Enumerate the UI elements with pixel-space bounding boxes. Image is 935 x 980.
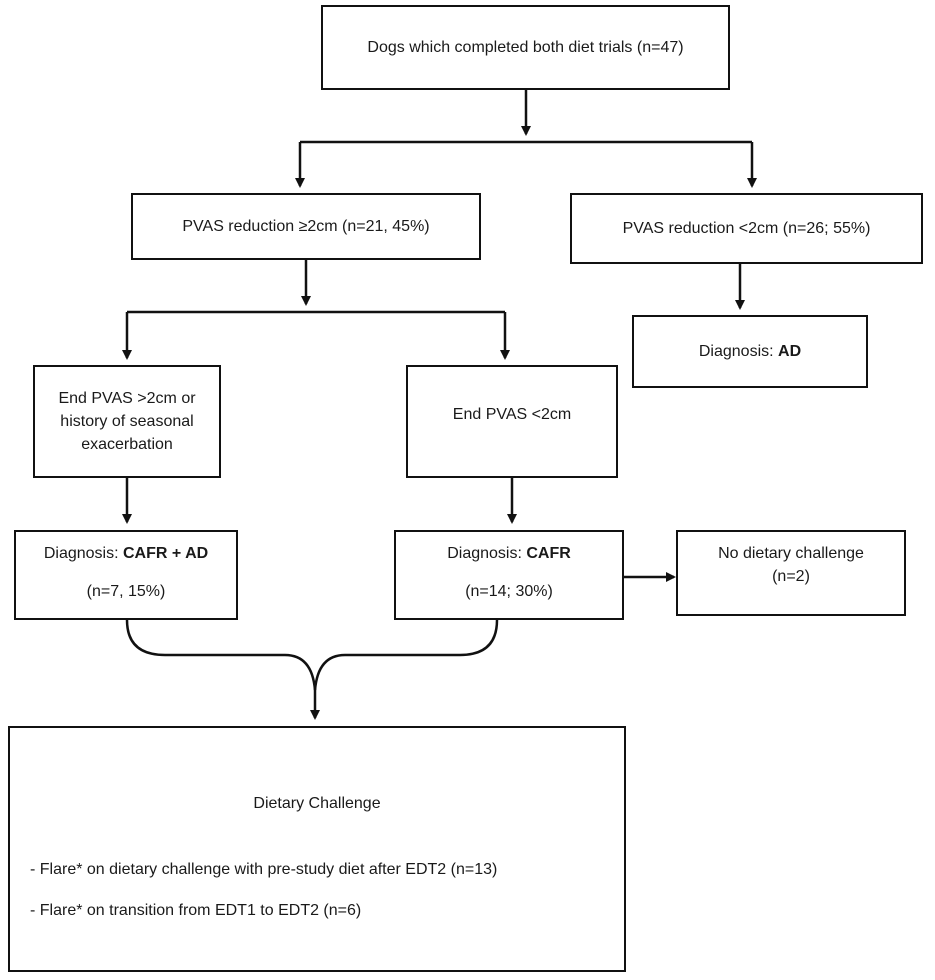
- pvas-high-text: PVAS reduction ≥2cm (n=21, 45%): [182, 218, 430, 235]
- diag-cafr-ad-label: CAFR + AD: [122, 545, 209, 562]
- diag-cafr-ad-text: Diagnosis: CAFR + AD: [44, 542, 208, 565]
- diag-cafr-ad-box: Diagnosis: CAFR + AD (n=7, 15%): [14, 530, 238, 620]
- diag-ad-text: Diagnosis: AD: [699, 340, 801, 363]
- diag-cafr-text: Diagnosis: CAFR: [447, 542, 571, 565]
- challenge-title: Dietary Challenge: [253, 795, 381, 812]
- merge-brace: [125, 619, 499, 691]
- root-text: Dogs which completed both diet trials (n…: [367, 39, 684, 56]
- end-high-line1: End PVAS >2cm or: [58, 390, 196, 407]
- end-low-text: End PVAS <2cm: [452, 406, 572, 423]
- diag-cafr-ad-prefix: Diagnosis:: [43, 545, 123, 562]
- diag-cafr-ad-count: (n=7, 15%): [86, 583, 166, 600]
- diag-cafr-prefix: Diagnosis:: [447, 545, 527, 562]
- challenge-box: Dietary Challenge - Flare* on dietary ch…: [8, 726, 626, 972]
- no-challenge-box: No dietary challenge (n=2): [676, 530, 906, 616]
- end-high-line2: history of seasonal: [60, 413, 194, 430]
- end-low-box: End PVAS <2cm: [406, 365, 618, 478]
- diag-ad-label: AD: [778, 343, 802, 360]
- root-box: Dogs which completed both diet trials (n…: [321, 5, 730, 90]
- end-high-box: End PVAS >2cm or history of seasonal exa…: [33, 365, 221, 478]
- diag-cafr-box: Diagnosis: CAFR (n=14; 30%): [394, 530, 624, 620]
- diag-ad-box: Diagnosis: AD: [632, 315, 868, 388]
- end-high-line3: exacerbation: [81, 436, 173, 453]
- no-challenge-line1: No dietary challenge: [718, 545, 864, 562]
- no-challenge-line2: (n=2): [772, 568, 810, 585]
- diag-cafr-count: (n=14; 30%): [465, 583, 553, 600]
- diag-ad-prefix: Diagnosis:: [698, 343, 779, 360]
- pvas-high-box: PVAS reduction ≥2cm (n=21, 45%): [131, 193, 481, 260]
- pvas-low-text: PVAS reduction <2cm (n=26; 55%): [622, 220, 871, 237]
- challenge-list: - Flare* on dietary challenge with pre-s…: [30, 858, 497, 940]
- challenge-item-2: - Flare* on transition from EDT1 to EDT2…: [30, 902, 362, 919]
- pvas-low-box: PVAS reduction <2cm (n=26; 55%): [570, 193, 923, 264]
- challenge-item-1: - Flare* on dietary challenge with pre-s…: [30, 861, 498, 878]
- diag-cafr-label: CAFR: [526, 545, 571, 562]
